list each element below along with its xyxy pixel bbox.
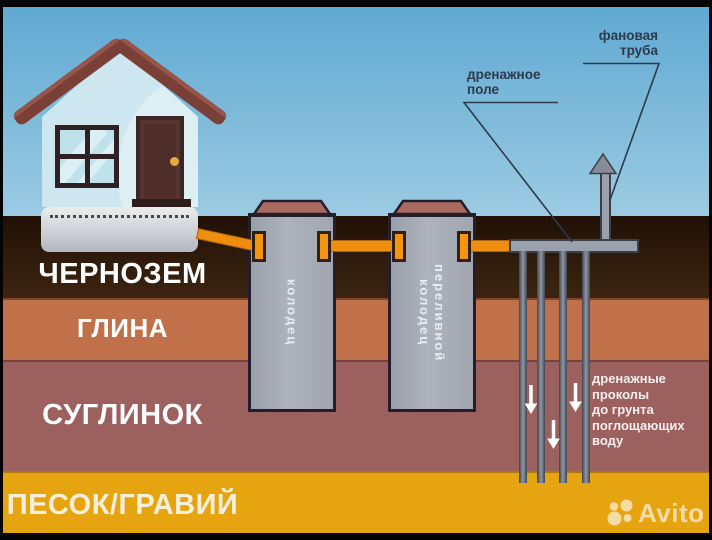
sewer-pipe-between-wells bbox=[330, 240, 394, 252]
well-primary-label: колодец bbox=[284, 279, 300, 347]
well-overflow-label: переливной колодец bbox=[417, 263, 447, 363]
pipe-connector bbox=[392, 231, 406, 262]
avito-wordmark: Avito bbox=[638, 497, 705, 528]
drainage-rod bbox=[537, 251, 545, 483]
soil-layer-glina bbox=[0, 298, 712, 360]
label-drainage-holes: дренажные проколы до грунта поглощающих … bbox=[592, 371, 685, 448]
avito-watermark: Avito bbox=[605, 499, 705, 526]
house-window bbox=[55, 125, 119, 188]
frame-bar-left bbox=[0, 0, 3, 540]
foundation-dotted-line bbox=[50, 215, 189, 218]
sewer-pipe-to-field bbox=[468, 240, 512, 252]
avito-logo-icon bbox=[607, 499, 633, 526]
label-drainage-field: дренажное поле bbox=[467, 67, 541, 97]
frame-bar-bottom bbox=[0, 533, 712, 540]
soil-label-chernozem: ЧЕРНОЗЕМ bbox=[38, 258, 207, 290]
pipe-connector bbox=[457, 231, 471, 262]
window-mullion-horizontal bbox=[55, 154, 119, 159]
pipe-connector bbox=[252, 231, 266, 262]
drainage-rod bbox=[582, 251, 590, 483]
frame-bar-right bbox=[709, 0, 712, 540]
soil-layer-pesok bbox=[0, 471, 712, 540]
soil-layer-suglinok bbox=[0, 360, 712, 471]
vent-pipe bbox=[600, 171, 611, 241]
door-knob-icon bbox=[170, 157, 179, 166]
door-step bbox=[132, 199, 191, 207]
callout-line-vent-pipe bbox=[583, 62, 661, 201]
drainage-rod bbox=[559, 251, 567, 483]
label-vent-pipe: фановая труба bbox=[598, 28, 658, 58]
house-foundation bbox=[41, 207, 198, 252]
soil-label-suglinok: СУГЛИНОК bbox=[42, 399, 203, 431]
drainage-field-bar bbox=[509, 239, 639, 253]
drainage-rod bbox=[519, 251, 527, 483]
frame-bar-top bbox=[0, 0, 712, 7]
soil-label-glina: ГЛИНА bbox=[76, 313, 169, 343]
house-door bbox=[136, 116, 184, 205]
soil-label-pesok: ПЕСОК/ГРАВИЙ bbox=[6, 489, 239, 521]
pipe-connector bbox=[317, 231, 331, 262]
